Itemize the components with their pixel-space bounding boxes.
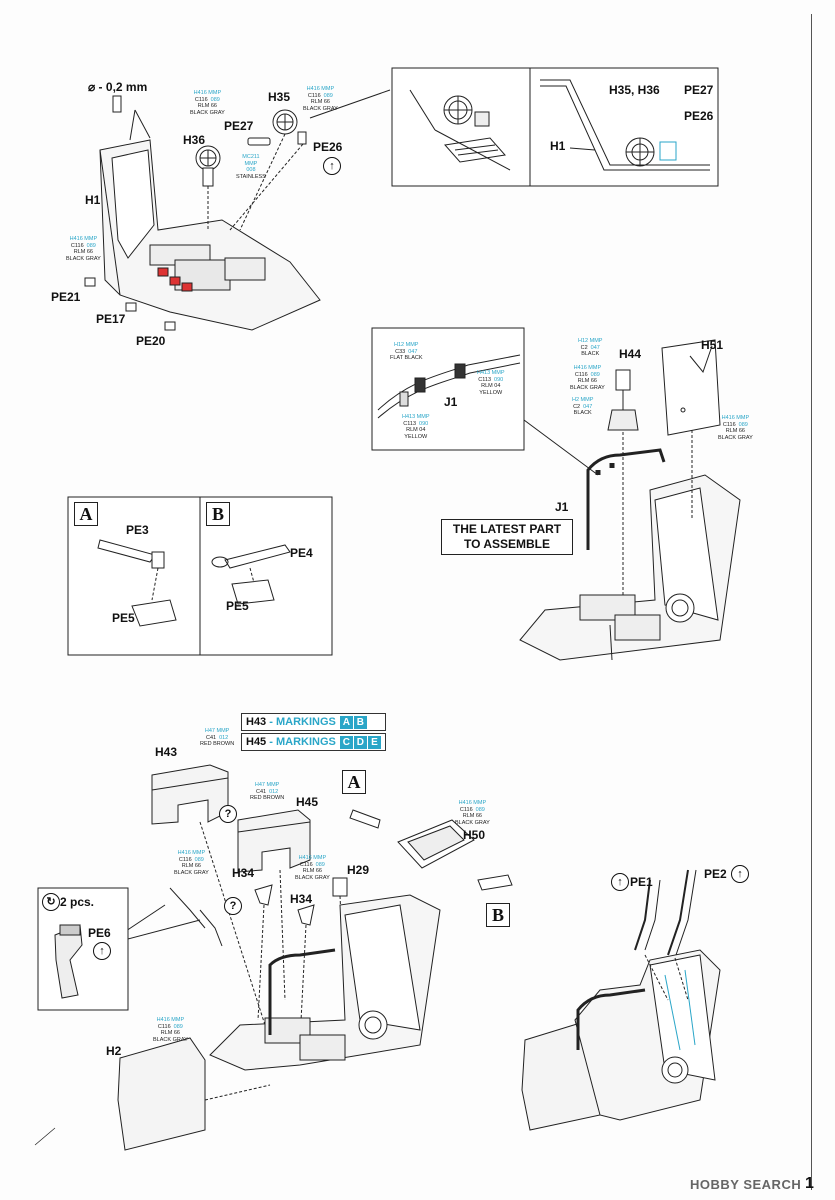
label-pe20: PE20 bbox=[136, 334, 166, 348]
final-assembly-drawing bbox=[521, 949, 721, 1131]
label-h36: H36 bbox=[183, 133, 206, 147]
pe6-fold-icon: ↑ bbox=[93, 942, 111, 960]
seat-step3-drawing bbox=[209, 894, 441, 1071]
variant-b-drawing bbox=[211, 544, 291, 605]
seat-h1-drawing bbox=[99, 95, 321, 331]
part-h50-drawing bbox=[397, 819, 475, 869]
label-h1: H1 bbox=[85, 193, 101, 207]
inset-j1-detail bbox=[377, 354, 521, 419]
seat-step2-drawing bbox=[519, 474, 741, 661]
label-h51: H51 bbox=[701, 338, 724, 352]
label-h34-a: H34 bbox=[232, 866, 255, 880]
part-h29-drawing bbox=[332, 877, 348, 897]
part-pe6-drawing bbox=[54, 924, 83, 999]
step3-letter-b: B bbox=[486, 903, 510, 927]
inset-wheel-detail bbox=[409, 89, 511, 171]
rotate-icon: ↻ bbox=[42, 893, 60, 911]
label-h43: H43 bbox=[155, 745, 178, 759]
pe2-fold-icon: ↑ bbox=[731, 865, 749, 883]
hobby-search-watermark: HOBBY SEARCH bbox=[690, 1177, 802, 1192]
label-h45: H45 bbox=[296, 795, 319, 809]
part-pe26-drawing bbox=[297, 131, 307, 145]
paint-callout-pe27: MC211 MMP 008 STAINLESS bbox=[236, 154, 266, 180]
part-pe27-drawing bbox=[247, 137, 271, 146]
variant-a-pe5: PE5 bbox=[112, 611, 135, 625]
part-h36-drawing bbox=[195, 145, 221, 230]
variant-a-pe3: PE3 bbox=[126, 523, 149, 537]
label-j1: J1 bbox=[555, 500, 569, 514]
variant-b-pe4: PE4 bbox=[290, 546, 313, 560]
variant-b-pe5: PE5 bbox=[226, 599, 249, 613]
label-two-pcs: 2 pcs. bbox=[60, 895, 95, 909]
label-pe2: PE2 bbox=[704, 867, 727, 881]
inset-label-pe27: PE27 bbox=[684, 83, 714, 97]
label-j1-inset: J1 bbox=[444, 395, 458, 409]
label-pe1: PE1 bbox=[630, 875, 653, 889]
part-h43-drawing bbox=[151, 764, 266, 1026]
sheet-border bbox=[14, 14, 812, 1190]
part-h51-drawing bbox=[661, 339, 721, 520]
page-number: 1 bbox=[805, 1175, 814, 1192]
part-h44-drawing bbox=[607, 369, 639, 595]
label-h44: H44 bbox=[619, 347, 642, 361]
inset-label-h35-h36: H35, H36 bbox=[609, 83, 660, 97]
label-h50: H50 bbox=[463, 828, 486, 842]
latest-part-callout: THE LATEST PART TO ASSEMBLE bbox=[441, 519, 573, 555]
label-h2: H2 bbox=[106, 1044, 122, 1058]
label-pe6: PE6 bbox=[88, 926, 111, 940]
fold-up-icon: ↑ bbox=[323, 157, 341, 175]
part-h2-drawing bbox=[117, 1037, 271, 1151]
label-h29: H29 bbox=[347, 863, 370, 877]
part-h34-drawing bbox=[254, 884, 315, 1041]
question-icon-2: ? bbox=[224, 897, 242, 915]
part-h45-drawing bbox=[237, 809, 311, 1001]
label-pe26: PE26 bbox=[313, 140, 343, 154]
label-pe21: PE21 bbox=[51, 290, 81, 304]
question-icon-1: ? bbox=[219, 805, 237, 823]
label-h35: H35 bbox=[268, 90, 291, 104]
part-h35-drawing bbox=[239, 109, 298, 231]
inset-label-pe26: PE26 bbox=[684, 109, 714, 123]
variant-a-drawing bbox=[97, 539, 177, 627]
inset-label-h1: H1 bbox=[550, 139, 566, 153]
inset-side-view bbox=[540, 79, 710, 171]
label-h34-b: H34 bbox=[290, 892, 313, 906]
pe1-fold-icon: ↑ bbox=[611, 873, 629, 891]
label-pe17: PE17 bbox=[96, 312, 126, 326]
variant-a-letter: A bbox=[74, 502, 98, 526]
drill-size-label: ⌀ - 0,2 mm bbox=[88, 80, 148, 94]
variant-b-letter: B bbox=[206, 502, 230, 526]
label-pe27: PE27 bbox=[224, 119, 254, 133]
step3-letter-a: A bbox=[342, 770, 366, 794]
